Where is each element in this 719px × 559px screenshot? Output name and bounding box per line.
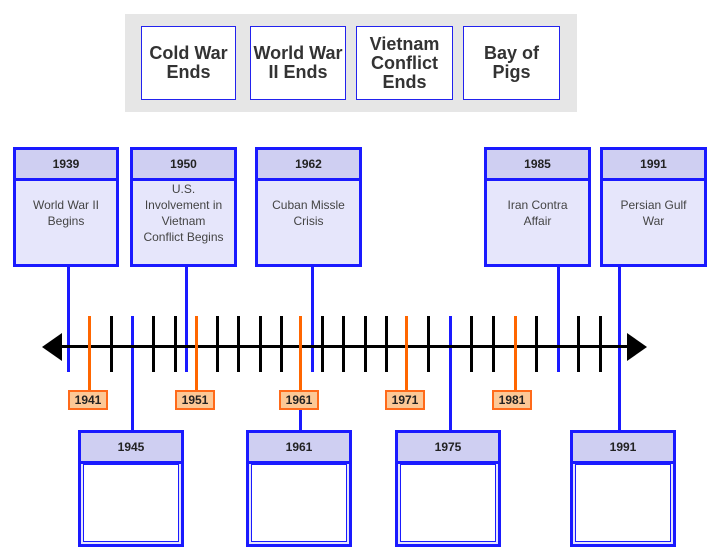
tick-mark — [364, 316, 367, 372]
event-year: 1991 — [603, 150, 704, 181]
card-wwii-ends[interactable]: World War II Ends — [250, 26, 346, 100]
connector — [185, 265, 188, 372]
event-label: Persian Gulf War — [620, 198, 687, 228]
timeline-axis — [55, 345, 635, 348]
tick-mark — [535, 316, 538, 372]
card-cold-war-ends[interactable]: Cold War Ends — [141, 26, 236, 100]
drop-slot-1991[interactable]: 1991 — [570, 430, 676, 547]
card-vietnam-ends[interactable]: Vietnam Conflict Ends — [356, 26, 453, 100]
tick-mark — [110, 316, 113, 372]
year-marker-tick — [88, 316, 91, 400]
marker-1981: 1981 — [492, 390, 532, 410]
arrow-right-icon — [627, 333, 647, 361]
event-label: U.S. Involvement in Vietnam Conflict Beg… — [143, 182, 224, 244]
drop-slot-1945[interactable]: 1945 — [78, 430, 184, 547]
slot-year: 1991 — [573, 433, 673, 464]
drop-zone[interactable] — [400, 464, 496, 542]
year-marker-tick — [195, 316, 198, 400]
tick-mark — [427, 316, 430, 372]
year-marker-tick — [405, 316, 408, 400]
connector — [618, 265, 621, 433]
connector — [131, 316, 134, 432]
event-year: 1962 — [258, 150, 359, 181]
tick-mark — [280, 316, 283, 372]
connector — [311, 265, 314, 372]
slot-year: 1961 — [249, 433, 349, 464]
card-bay-of-pigs[interactable]: Bay of Pigs — [463, 26, 560, 100]
year-marker-tick — [514, 316, 517, 400]
event-label: World War II Begins — [32, 198, 99, 228]
tick-mark — [385, 316, 388, 372]
connector — [557, 265, 560, 372]
event-year: 1950 — [133, 150, 234, 181]
tick-mark — [470, 316, 473, 372]
drop-slot-1975[interactable]: 1975 — [395, 430, 501, 547]
tick-mark — [174, 316, 177, 372]
event-label: Iran Contra Affair — [507, 198, 568, 228]
drop-zone[interactable] — [251, 464, 347, 542]
tick-mark — [599, 316, 602, 372]
tick-mark — [152, 316, 155, 372]
marker-1941: 1941 — [68, 390, 108, 410]
drop-zone[interactable] — [83, 464, 179, 542]
event-label: Cuban Missle Crisis — [272, 198, 345, 228]
marker-1971: 1971 — [385, 390, 425, 410]
arrow-left-icon — [42, 333, 62, 361]
tick-mark — [237, 316, 240, 372]
drop-slot-1961[interactable]: 1961 — [246, 430, 352, 547]
tick-mark — [216, 316, 219, 372]
connector — [67, 265, 70, 372]
tick-mark — [259, 316, 262, 372]
marker-1951: 1951 — [175, 390, 215, 410]
event-year: 1939 — [16, 150, 116, 181]
tick-mark — [492, 316, 495, 372]
connector — [299, 410, 302, 432]
tick-mark — [342, 316, 345, 372]
tick-mark — [321, 316, 324, 372]
drop-zone[interactable] — [575, 464, 671, 542]
slot-year: 1945 — [81, 433, 181, 464]
tick-mark — [577, 316, 580, 372]
slot-year: 1975 — [398, 433, 498, 464]
connector — [449, 316, 452, 432]
marker-1961: 1961 — [279, 390, 319, 410]
event-year: 1985 — [487, 150, 588, 181]
year-marker-tick — [299, 316, 302, 400]
